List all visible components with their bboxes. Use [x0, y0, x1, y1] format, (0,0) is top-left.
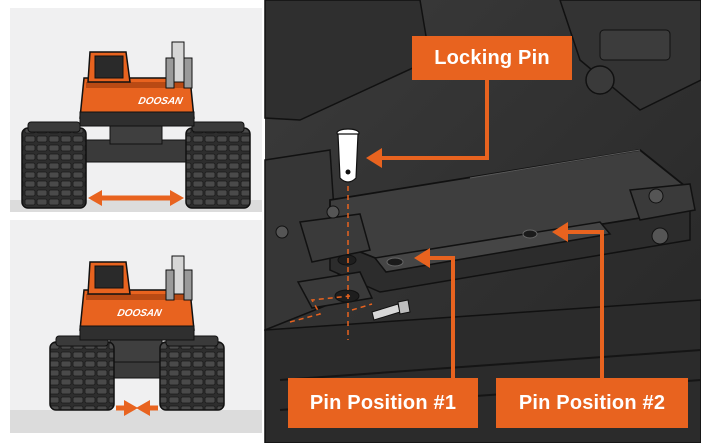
wide-right-track	[185, 121, 251, 209]
excavator-narrow: DOOSAN	[49, 255, 225, 416]
excavator-wide: DOOSAN	[21, 41, 251, 209]
outward-double-arrow-icon	[88, 190, 184, 206]
locking-pin-part	[336, 128, 360, 183]
assembly-guide-lines	[289, 186, 373, 340]
leader-arrows	[380, 74, 604, 378]
inward-double-arrow-icon	[116, 400, 158, 416]
pin-hole-1	[386, 257, 404, 267]
pin-position-2-callout: Pin Position #2	[496, 378, 688, 428]
narrow-right-track	[159, 335, 225, 411]
wide-left-track	[21, 121, 87, 209]
bolt-detail	[371, 299, 411, 321]
locking-pin-callout: Locking Pin	[412, 36, 572, 80]
leader-arrowheads	[366, 148, 568, 268]
pin-hole-2	[522, 229, 538, 239]
wide-brand-logo: DOOSAN	[137, 96, 184, 107]
narrow-ground	[10, 410, 262, 433]
narrow-brand-logo: DOOSAN	[116, 308, 163, 319]
narrow-left-track	[49, 335, 115, 411]
pin-position-1-callout: Pin Position #1	[288, 378, 478, 428]
